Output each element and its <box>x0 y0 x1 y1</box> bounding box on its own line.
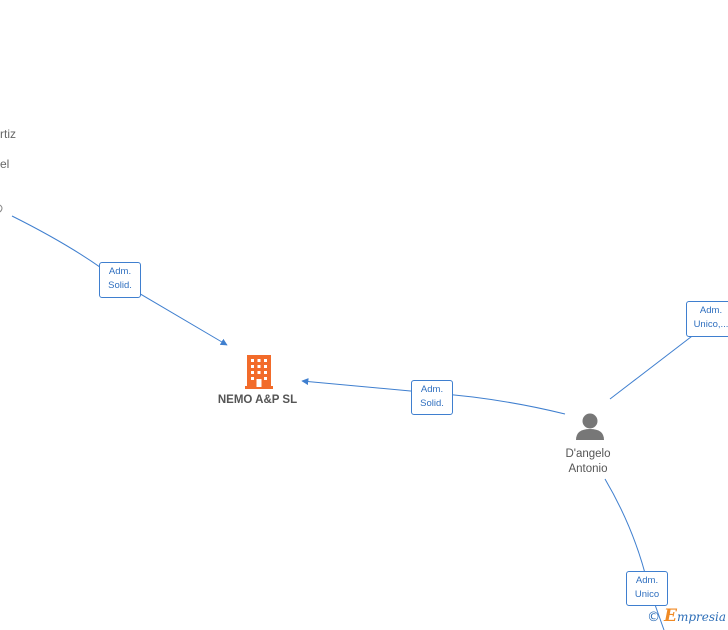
offscreen-node-label-line1: rtiz <box>0 127 16 141</box>
edge-label-line1: Adm. <box>108 266 132 277</box>
edge-label-line2: Solid. <box>420 398 444 409</box>
offscreen-node-marker <box>0 204 3 213</box>
copyright-symbol: © <box>647 610 661 625</box>
building-icon[interactable] <box>245 355 273 389</box>
person-name[interactable]: D'angelo Antonio <box>548 447 628 477</box>
person-icon[interactable] <box>576 413 604 441</box>
edge-label-left-to-company[interactable]: Adm. Solid. <box>99 262 141 298</box>
edge-label-person-to-company[interactable]: Adm. Solid. <box>411 380 453 415</box>
empresia-logo: © Empresia <box>647 606 726 626</box>
edge-label-person-to-bottom[interactable]: Adm. Unico <box>626 571 668 606</box>
company-name[interactable]: NEMO A&P SL <box>217 394 298 406</box>
edge-label-line2: Solid. <box>108 280 132 291</box>
edge-label-line2: Unico <box>634 589 660 600</box>
brand-rest: mpresia <box>676 610 726 624</box>
person-name-line2: Antonio <box>568 463 608 475</box>
edge-label-person-to-right[interactable]: Adm. Unico,... <box>686 301 728 337</box>
edge-person-to-right[interactable] <box>609 329 701 400</box>
offscreen-node-label-line2: el <box>0 157 10 171</box>
edge-label-line1: Adm. <box>635 575 659 586</box>
edge-label-line2: Unico,... <box>693 319 728 330</box>
edge-label-line1: Adm. <box>420 384 444 395</box>
edge-label-line1: Adm. <box>699 305 723 316</box>
person-name-line1: D'angelo <box>565 448 611 460</box>
brand-initial: E <box>663 606 677 626</box>
